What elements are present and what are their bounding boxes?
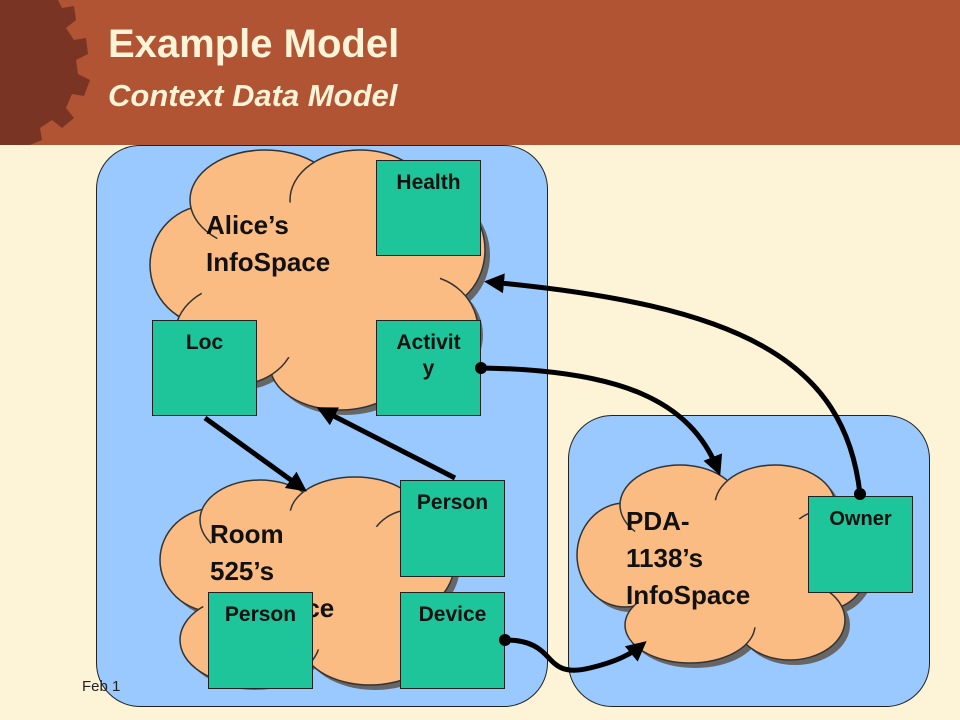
device-box: Device	[400, 592, 505, 689]
slide-subtitle: Context Data Model	[108, 78, 398, 113]
activity-box: Activit y	[376, 320, 481, 416]
slide-footer: Feb 1	[82, 678, 121, 695]
alice-cloud-label-full: Alice’s InfoSpace	[206, 210, 331, 277]
slide-title: Example Model	[108, 22, 400, 66]
health-box: Health	[376, 160, 481, 256]
loc-box: Loc	[152, 320, 257, 416]
gear-icon	[0, 0, 90, 145]
slide-header: Example Model Context Data Model	[0, 0, 960, 145]
owner-box: Owner	[808, 496, 913, 593]
pda-cloud-label: PDA- 1138’s InfoSpace	[626, 506, 751, 610]
person-box-bottom: Person	[208, 592, 313, 689]
person-box-top: Person	[400, 480, 505, 577]
